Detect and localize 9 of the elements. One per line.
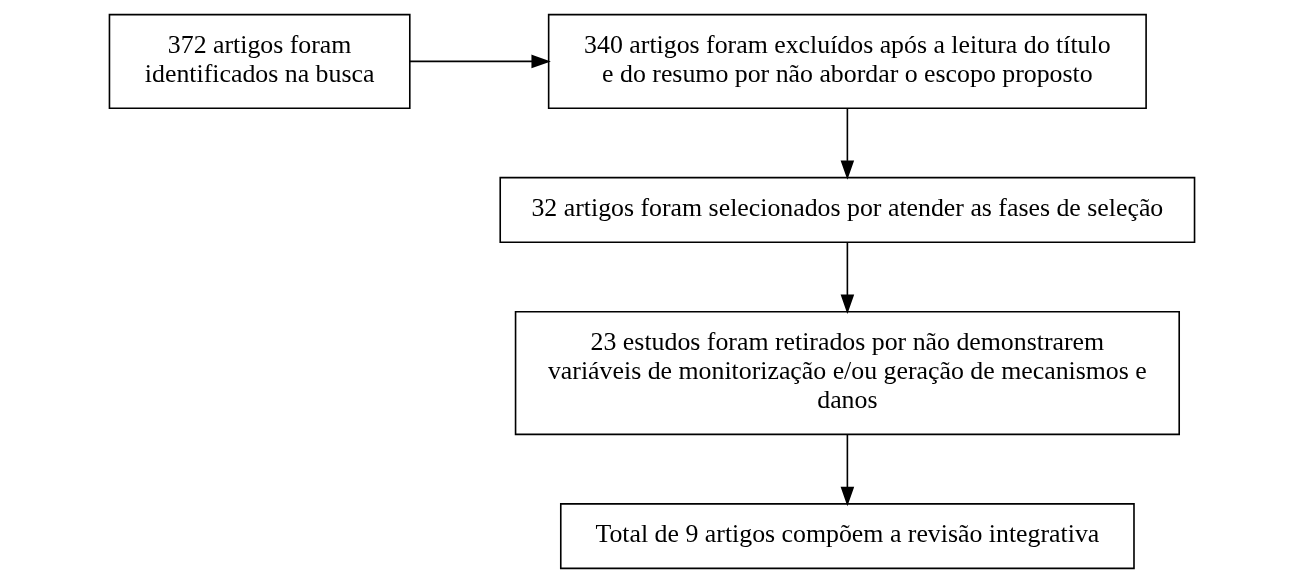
node-box: Total de 9 artigos compõem a revisão integrativa bbox=[559, 503, 1135, 570]
node-box: 32 artigos foram selecionados por atender as fases de seleção bbox=[498, 176, 1195, 244]
node-box: 340 artigos foram excluídos após a leitura do título e do resumo por não abordar o escopo proposto bbox=[547, 13, 1147, 110]
arrow bbox=[840, 433, 854, 507]
arrow bbox=[840, 108, 854, 180]
arrow bbox=[408, 54, 551, 69]
node-box: 372 artigos foram identificados na busca bbox=[108, 13, 411, 110]
node-box: 23 estudos foram retirados por não demonstrarem variáveis de monitorização e/ou geração de mecanismos e danos bbox=[514, 310, 1180, 436]
arrow bbox=[840, 241, 854, 314]
